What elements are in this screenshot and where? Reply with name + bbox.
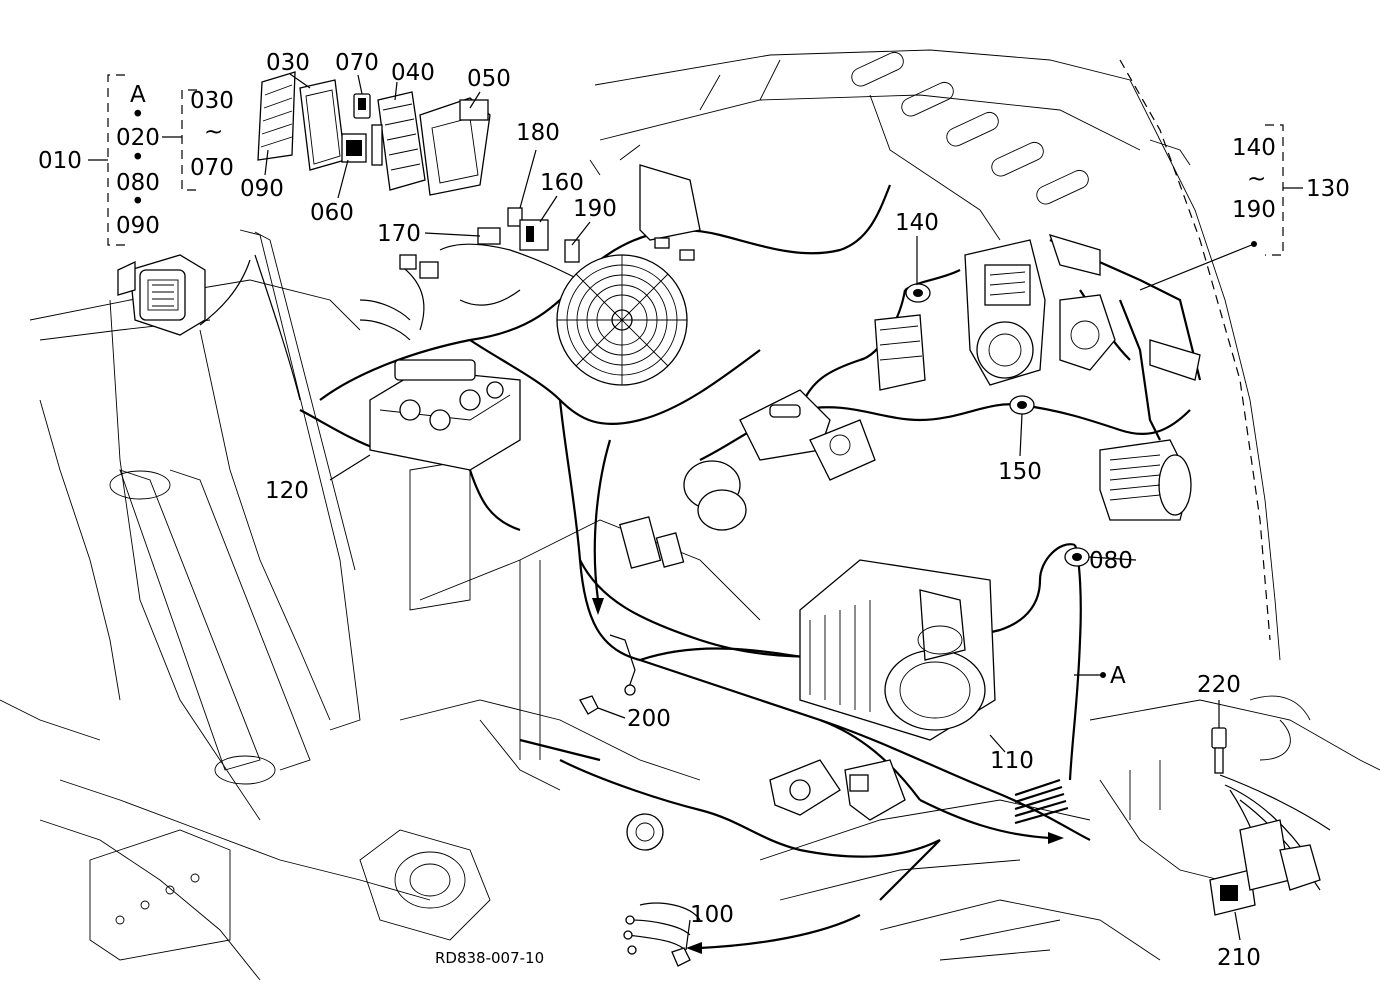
connector-170: [399, 227, 501, 279]
label-020: 020: [116, 125, 160, 151]
fuse-box-cover-050: [419, 97, 491, 196]
label-170: 170: [377, 221, 421, 247]
part-number-labels: A • 020 • 080 • 090 010 030 ~ 070 030 07…: [38, 50, 1350, 971]
label-140-range: 140: [1232, 135, 1276, 161]
label-050: 050: [467, 66, 511, 92]
lower-valve-assembly: [769, 759, 906, 821]
label-190: 190: [573, 196, 617, 222]
label-080: 080: [1089, 548, 1133, 574]
switch-210: [1209, 819, 1321, 916]
label-160: 160: [540, 170, 584, 196]
label-070: 070: [335, 50, 379, 76]
label-080-group: 080: [116, 170, 160, 196]
label-190-range: 190: [1232, 197, 1276, 223]
label-100: 100: [690, 902, 734, 928]
controller-plate: [639, 164, 701, 261]
label-tilde-1: ~: [204, 119, 223, 145]
label-030-range: 030: [190, 88, 234, 114]
connector-190: [564, 239, 580, 263]
label-210: 210: [1217, 945, 1261, 971]
label-060: 060: [310, 200, 354, 226]
label-120: 120: [265, 478, 309, 504]
starter-motor: [1099, 439, 1192, 521]
label-dot-3: •: [131, 189, 145, 215]
machine-body-outline: [0, 49, 1380, 981]
work-lamp: [117, 254, 206, 336]
ground-bolt-200: [579, 634, 636, 715]
label-030: 030: [266, 50, 310, 76]
label-070-range: 070: [190, 155, 234, 181]
bracket-130: [1048, 234, 1201, 381]
relay-060: [341, 133, 367, 163]
ecu-module: [874, 314, 926, 391]
injection-pump: [964, 239, 1046, 386]
heater-unit: [799, 559, 996, 741]
label-a-callout: A: [1110, 663, 1126, 689]
harness-routing-arrows: [592, 439, 1064, 954]
ground-wire-100: [623, 902, 701, 967]
label-150: 150: [998, 459, 1042, 485]
relay-070: [353, 93, 371, 119]
label-140: 140: [895, 210, 939, 236]
label-dot-1: •: [131, 102, 145, 128]
switch-panel: [739, 389, 876, 481]
label-110: 110: [990, 748, 1034, 774]
solenoid-valve: [683, 460, 747, 531]
grommet-140: [905, 283, 931, 303]
relay-group-lower: [619, 516, 685, 569]
connector-160: [519, 219, 549, 251]
label-090-group: 090: [116, 213, 160, 239]
fuse-box-040: [371, 91, 426, 191]
label-200: 200: [627, 706, 671, 732]
label-040: 040: [391, 60, 435, 86]
label-090: 090: [240, 176, 284, 202]
connector-180: [507, 207, 523, 227]
grommet-150: [1009, 395, 1035, 415]
drawing-code: RD838-007-10: [435, 949, 544, 967]
main-harness-wires: [199, 184, 1331, 901]
condenser-fan: [556, 254, 688, 386]
label-a-group: A: [130, 82, 146, 108]
horn: [626, 813, 664, 851]
label-010: 010: [38, 148, 82, 174]
leader-lines: [88, 73, 1303, 951]
fitting-220: [1211, 727, 1227, 774]
label-180: 180: [516, 120, 560, 146]
label-220: 220: [1197, 672, 1241, 698]
relay-box-cover-030: [299, 79, 346, 171]
label-dot-2: •: [131, 145, 145, 171]
relay-box-cover-090: [257, 71, 296, 161]
control-valve-block: [369, 359, 521, 471]
grommet-080: [1064, 547, 1090, 567]
label-tilde-2: ~: [1247, 166, 1266, 192]
label-130: 130: [1306, 176, 1350, 202]
alternator: [1059, 294, 1116, 371]
